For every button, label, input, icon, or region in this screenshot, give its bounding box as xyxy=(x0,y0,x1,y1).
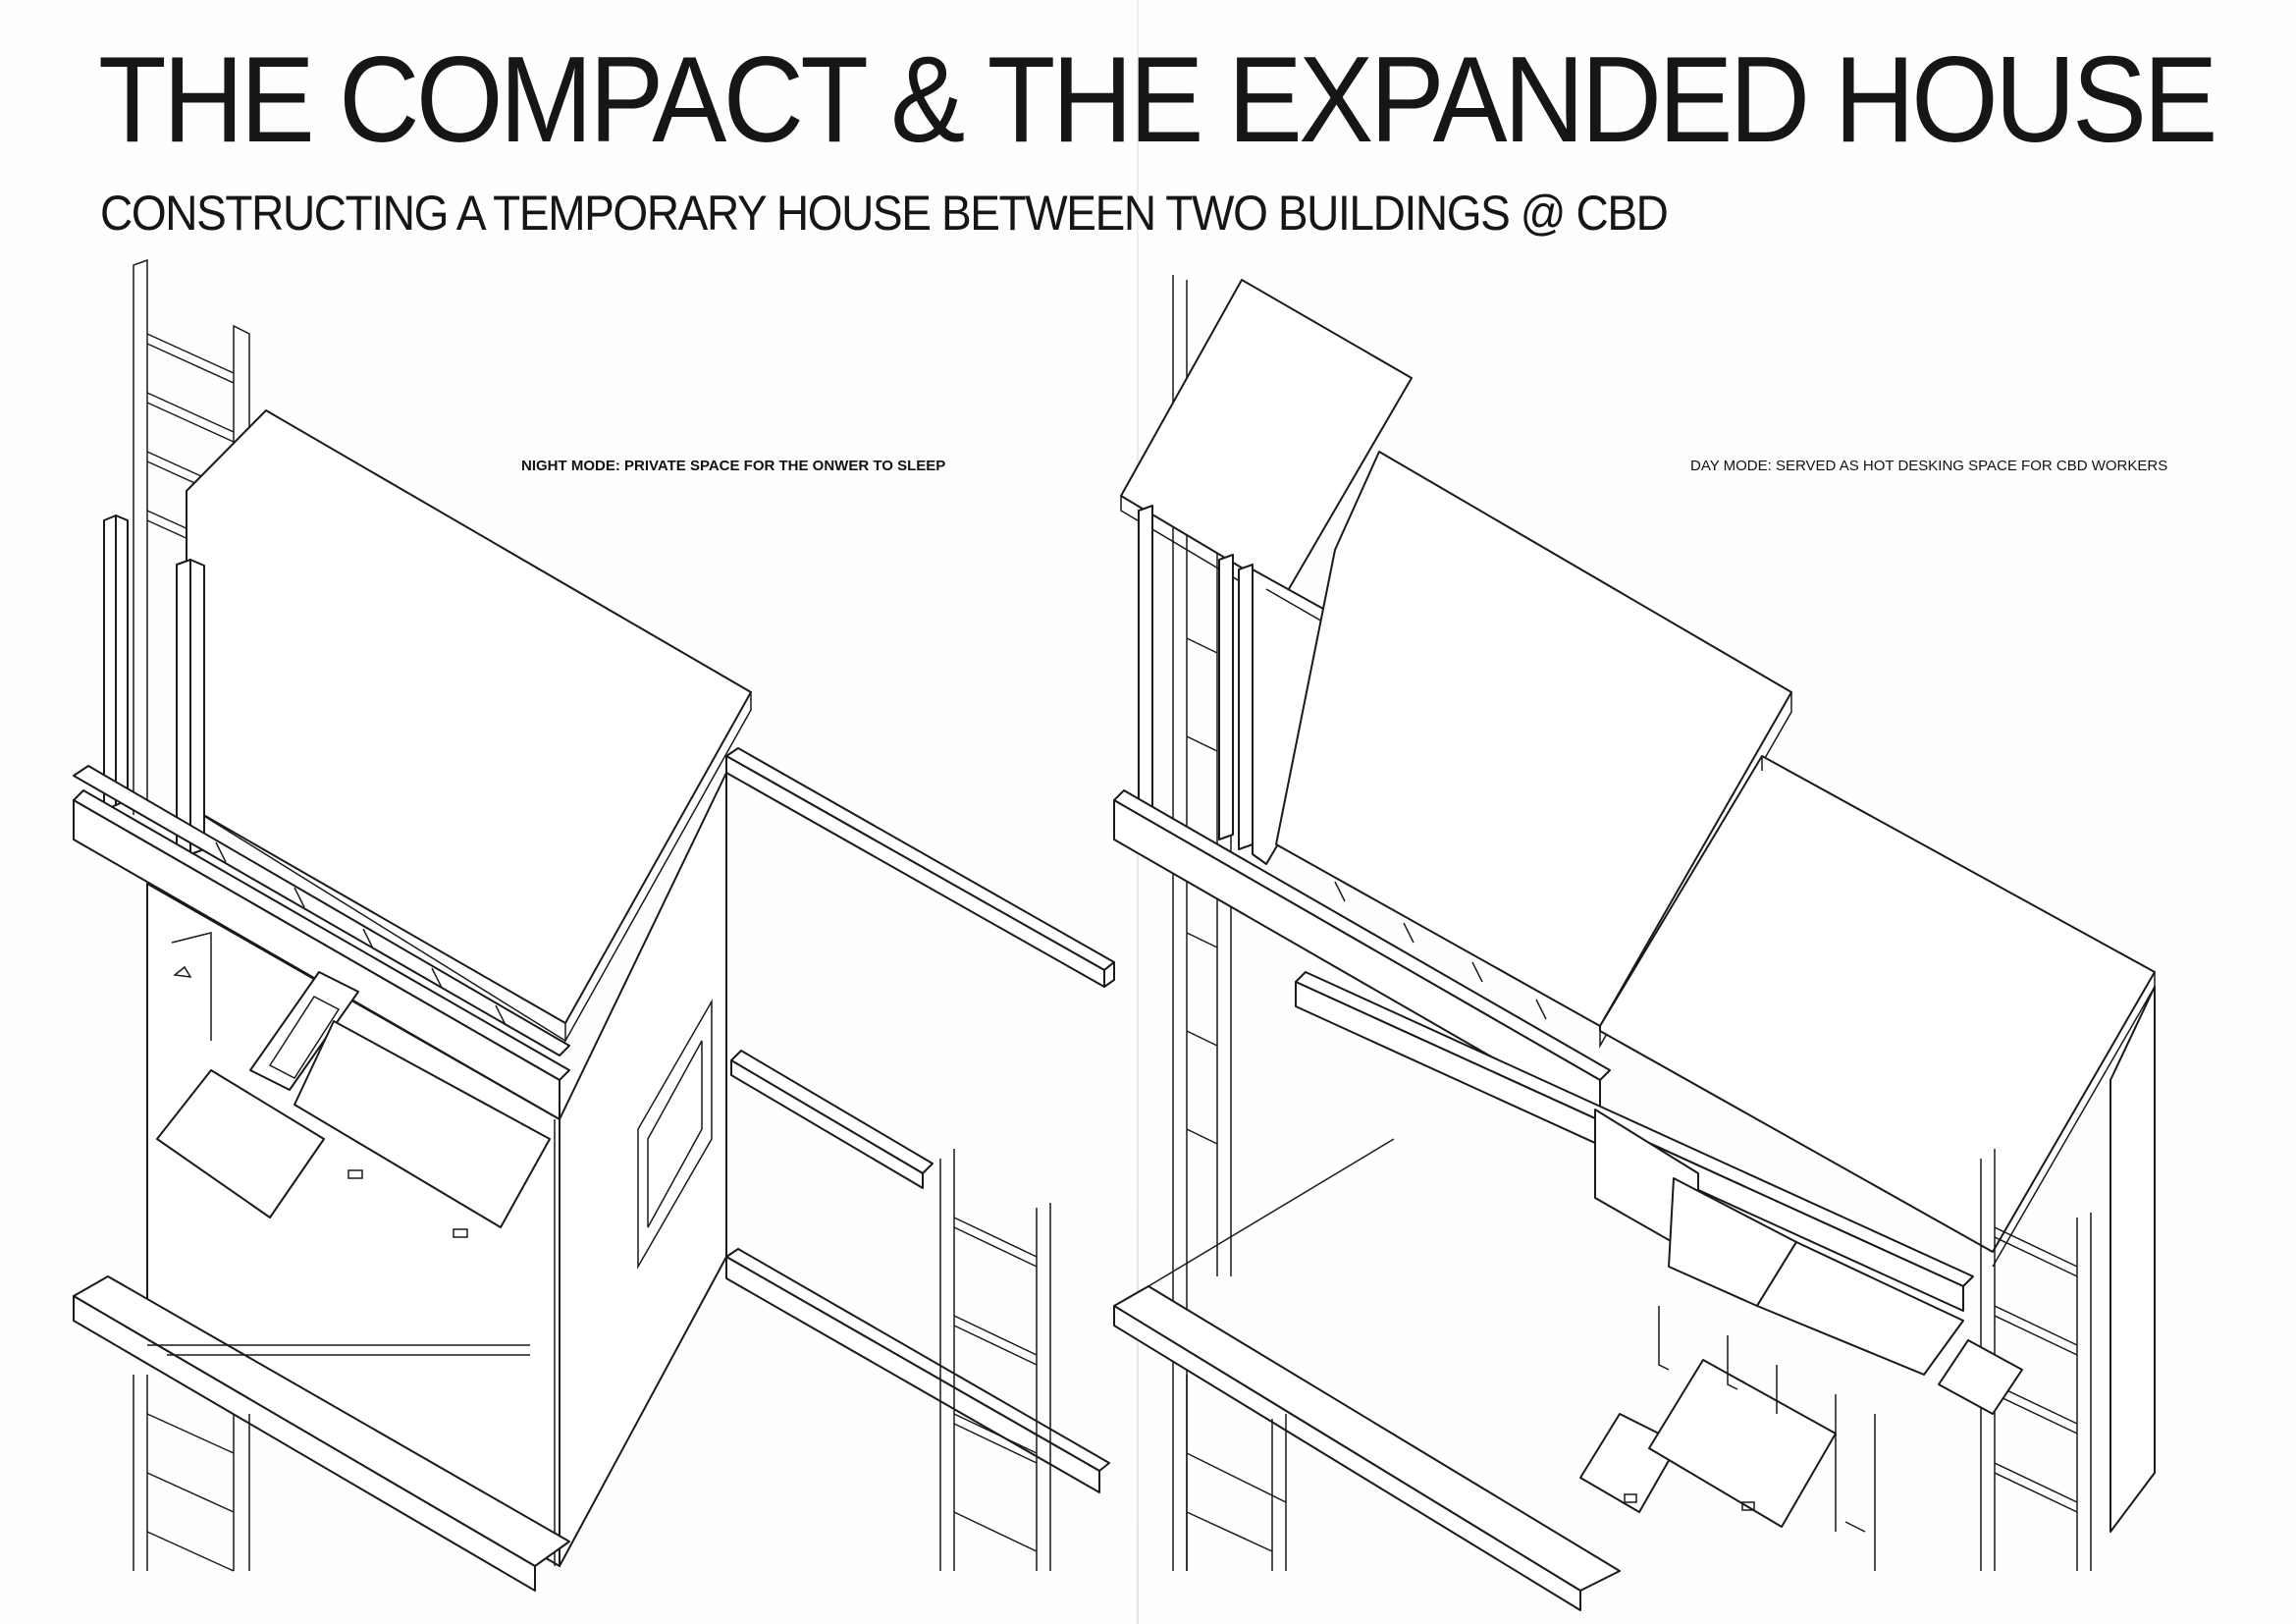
main-title: THE COMPACT & THE EXPANDED HOUSE xyxy=(98,32,2217,168)
extension-roof xyxy=(1599,755,2156,1268)
night-mode-caption: NIGHT MODE: PRIVATE SPACE FOR THE ONWER … xyxy=(521,458,946,474)
day-mode-caption: DAY MODE: SERVED AS HOT DESKING SPACE FO… xyxy=(1690,458,2168,474)
interior-furniture-compact xyxy=(156,932,551,1238)
subtitle: CONSTRUCTING A TEMPORARY HOUSE BETWEEN T… xyxy=(100,186,1669,241)
house-box-compact xyxy=(146,772,727,1567)
expanded-house-drawing xyxy=(1113,275,2156,1611)
ladder-center-right xyxy=(939,1149,1051,1571)
hot-desk-furniture xyxy=(1579,1306,1876,1571)
lower-platform-compact xyxy=(73,1275,570,1592)
floor-beam-expanded xyxy=(1113,789,1611,1120)
compact-house-drawing xyxy=(73,258,1115,1592)
ladder-right-lower-left xyxy=(1186,1375,1287,1571)
ladder-left-bottom xyxy=(133,1375,250,1572)
steel-channel-compact-lower xyxy=(725,1050,1110,1493)
extension-walls xyxy=(1594,986,2156,1533)
steel-channel-compact-upper xyxy=(725,747,1115,988)
ladder-right-bottom xyxy=(1938,1149,2092,1571)
folding-panels-compact xyxy=(103,514,205,860)
floor-beam-compact xyxy=(73,765,570,1120)
lower-floor-expanded xyxy=(1113,1138,1621,1611)
roof-slab-compact xyxy=(186,409,752,1044)
